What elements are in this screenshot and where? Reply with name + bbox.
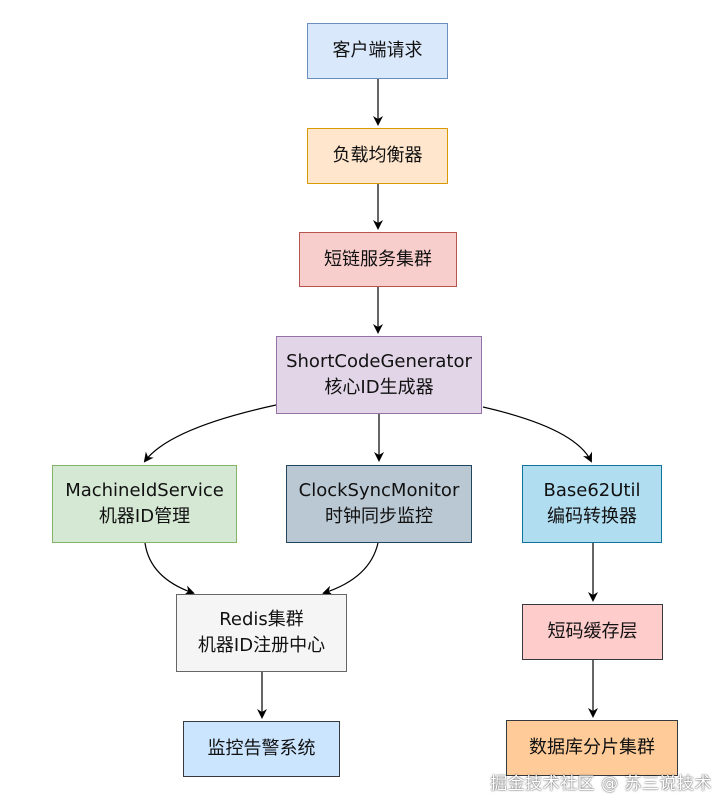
node-label-line2: 编码转换器 [547,506,637,527]
edge-generator-to-base62 [482,406,592,463]
node-label-line1: ShortCodeGenerator [286,351,472,372]
node-load-balancer: 负载均衡器 [307,128,448,184]
node-label: 负载均衡器 [332,145,423,166]
node-label: 监控告警系统 [207,738,316,759]
node-short-code-cache: 短码缓存层 [522,604,663,660]
node-redis-cluster: Redis集群 机器ID注册中心 [176,594,347,672]
node-machine-id-service: MachineIdService 机器ID管理 [52,465,237,543]
node-label: 客户端请求 [332,40,423,61]
edge-machineid-to-redis [144,542,195,596]
edge-clocksync-to-redis [322,542,379,596]
node-label-line2: 核心ID生成器 [324,377,434,398]
node-short-code-generator: ShortCodeGenerator 核心ID生成器 [276,336,482,414]
node-label-line1: Redis集群 [219,609,304,630]
node-monitoring-alert: 监控告警系统 [183,721,340,777]
node-label: 短码缓存层 [547,621,638,642]
node-label-line1: Base62Util [543,480,641,501]
node-label: 短链服务集群 [324,248,432,270]
node-label-line2: 机器ID注册中心 [197,635,326,656]
node-db-shard-cluster: 数据库分片集群 [506,720,678,776]
node-base62-util: Base62Util 编码转换器 [522,465,662,543]
edge-generator-to-machineid [143,404,277,463]
node-client-request: 客户端请求 [307,23,448,79]
node-label-line2: 时钟同步监控 [325,506,433,527]
node-label-line2: 机器ID管理 [98,506,191,527]
node-label-line1: MachineIdService [65,480,224,501]
watermark-text: 掘金技术社区 @ 苏三说技术 [490,774,712,794]
node-short-link-cluster: 短链服务集群 [299,232,457,287]
node-clock-sync-monitor: ClockSyncMonitor 时钟同步监控 [286,465,472,543]
node-label: 数据库分片集群 [529,737,655,758]
node-label-line1: ClockSyncMonitor [298,480,460,501]
